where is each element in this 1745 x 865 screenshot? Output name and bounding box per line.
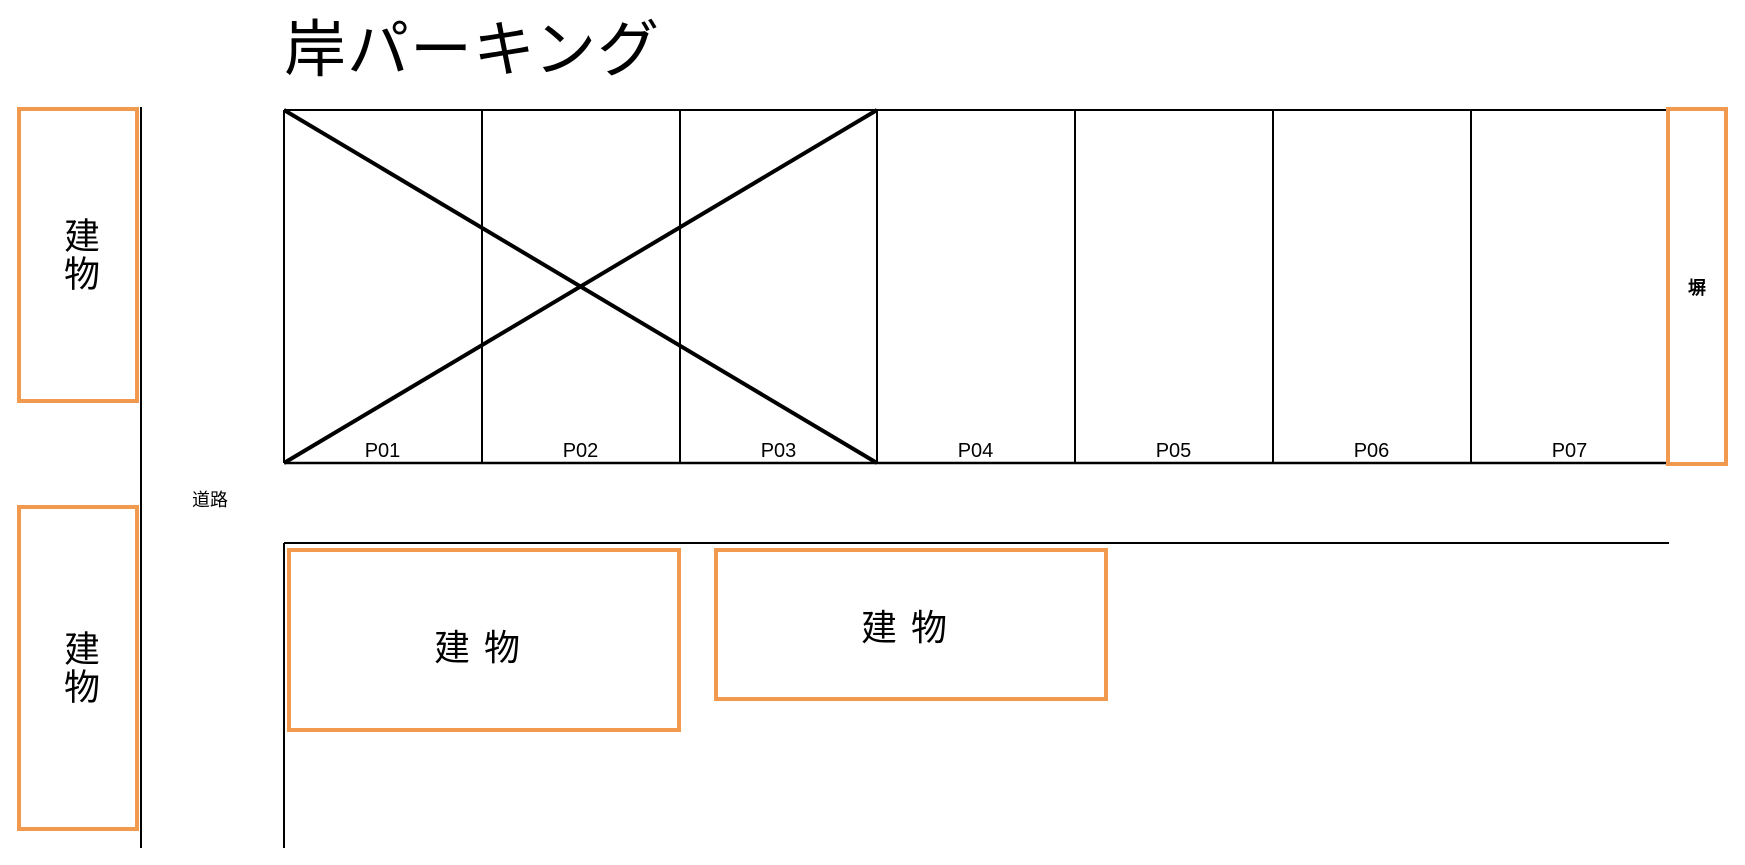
- building-bottom-a: 建物: [287, 548, 681, 732]
- parking-slot-p02[interactable]: P02: [562, 440, 599, 462]
- parking-slot-p05[interactable]: P05: [1155, 440, 1192, 462]
- building-label: 建物: [58, 217, 99, 293]
- road-label: 道路: [192, 490, 228, 511]
- parking-slot-p03[interactable]: P03: [760, 440, 797, 462]
- parking-slot-p01[interactable]: P01: [364, 440, 401, 462]
- fence-label: 塀: [1688, 277, 1706, 299]
- page-title: 岸パーキング: [284, 13, 661, 86]
- building-label: 建物: [433, 628, 534, 669]
- building-left-top: 建物: [17, 107, 139, 403]
- unavailable-cross-mark: [282, 108, 879, 465]
- building-left-bottom: 建物: [17, 505, 139, 831]
- building-label: 建物: [58, 630, 99, 706]
- building-bottom-b: 建物: [714, 548, 1108, 701]
- parking-slot-p07[interactable]: P07: [1551, 440, 1588, 462]
- building-label: 建物: [860, 607, 961, 649]
- parking-slot-p04[interactable]: P04: [957, 440, 994, 462]
- fence: 塀: [1666, 107, 1728, 466]
- parking-slot-p06[interactable]: P06: [1353, 440, 1390, 462]
